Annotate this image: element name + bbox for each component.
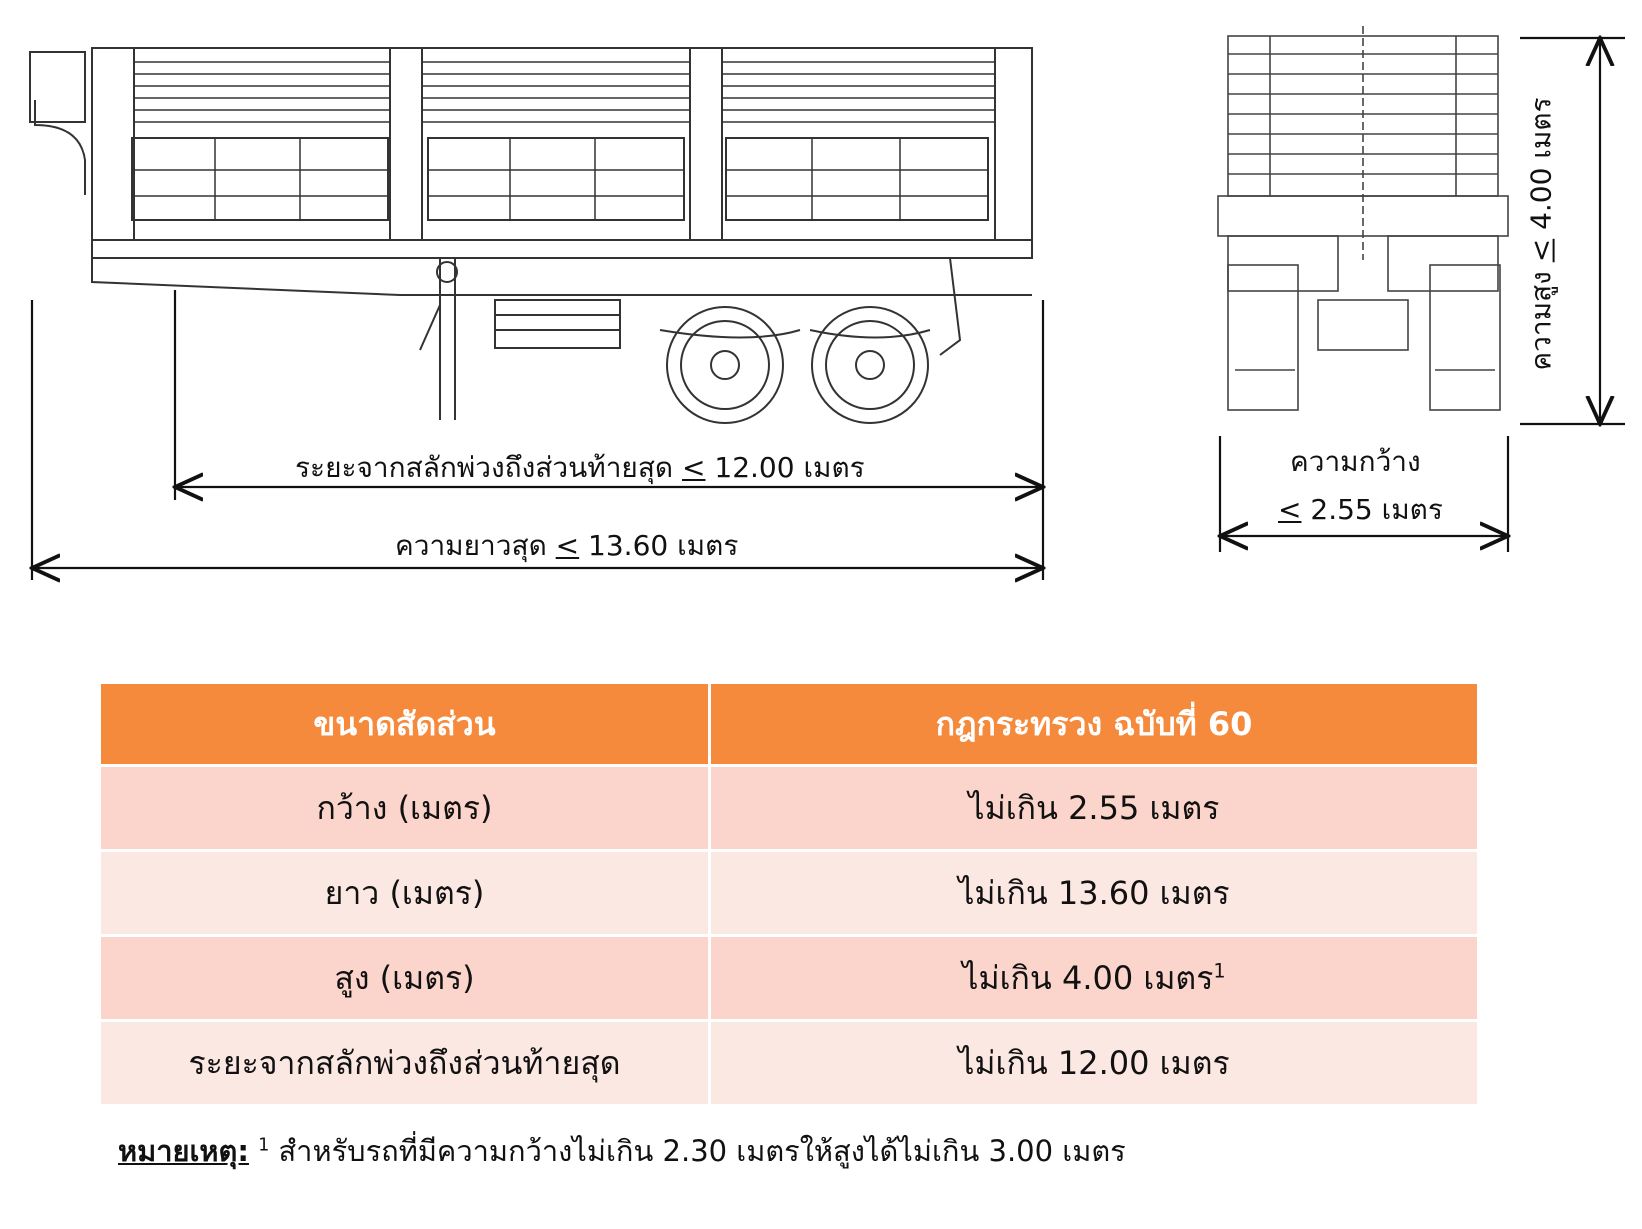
footnote-number: 1 [258, 1135, 270, 1156]
row-limit: ไม่เกิน 12.00 เมตร [709, 1019, 1477, 1104]
table-header-row: ขนาดสัดส่วน กฎกระทรวง ฉบับที่ 60 [101, 684, 1477, 766]
row-limit: ไม่เกิน 13.60 เมตร [709, 849, 1477, 936]
less-equal-symbol: < [1278, 493, 1302, 526]
less-equal-symbol: < [682, 451, 706, 484]
row-param: ยาว (เมตร) [101, 849, 711, 936]
row-param: กว้าง (เมตร) [101, 764, 711, 851]
row-limit: ไม่เกิน 4.00 เมตร1 [709, 934, 1477, 1021]
trailer-drawing [29, 26, 1625, 600]
row-param: สูง (เมตร) [101, 934, 711, 1021]
spec-table: ขนาดสัดส่วน กฎกระทรวง ฉบับที่ 60 กว้าง (… [101, 684, 1477, 1104]
less-equal-symbol: < [555, 529, 580, 562]
width-dimension-value: < 2.55 เมตร [1278, 493, 1443, 526]
trailer-rear-view [1217, 26, 1509, 411]
length-dimension-label: ความยาวสุด < 13.60 เมตร [395, 529, 739, 562]
table-row: ยาว (เมตร) ไม่เกิน 13.60 เมตร [101, 849, 1477, 936]
table-row: กว้าง (เมตร) ไม่เกิน 2.55 เมตร [101, 764, 1477, 851]
header-dimension: ขนาดสัดส่วน [101, 684, 711, 766]
dimension-lines [32, 38, 1625, 580]
kingpin-dimension-label: ระยะจากสลักพ่วงถึงส่วนท้ายสุด < 12.00 เม… [295, 451, 865, 484]
table-row: สูง (เมตร) ไม่เกิน 4.00 เมตร1 [101, 934, 1477, 1021]
width-dimension-title: ความกว้าง [1290, 445, 1421, 478]
footnote-label: หมายเหตุ: [118, 1134, 249, 1168]
trailer-side-view [29, 47, 1033, 424]
footnote: หมายเหตุ: 1 สำหรับรถที่มีความกว้างไม่เกิ… [118, 1128, 1126, 1174]
less-equal-symbol: < [1524, 238, 1558, 263]
row-param: ระยะจากสลักพ่วงถึงส่วนท้ายสุด [101, 1019, 711, 1104]
row-limit: ไม่เกิน 2.55 เมตร [709, 764, 1477, 851]
height-dimension-label: ความสูง < 4.00 เมตร [1524, 97, 1558, 371]
footnote-ref: 1 [1213, 958, 1226, 982]
footnote-text: สำหรับรถที่มีความกว้างไม่เกิน 2.30 เมตรใ… [278, 1134, 1126, 1168]
table-row: ระยะจากสลักพ่วงถึงส่วนท้ายสุด ไม่เกิน 12… [101, 1019, 1477, 1104]
header-regulation: กฎกระทรวง ฉบับที่ 60 [709, 684, 1477, 766]
